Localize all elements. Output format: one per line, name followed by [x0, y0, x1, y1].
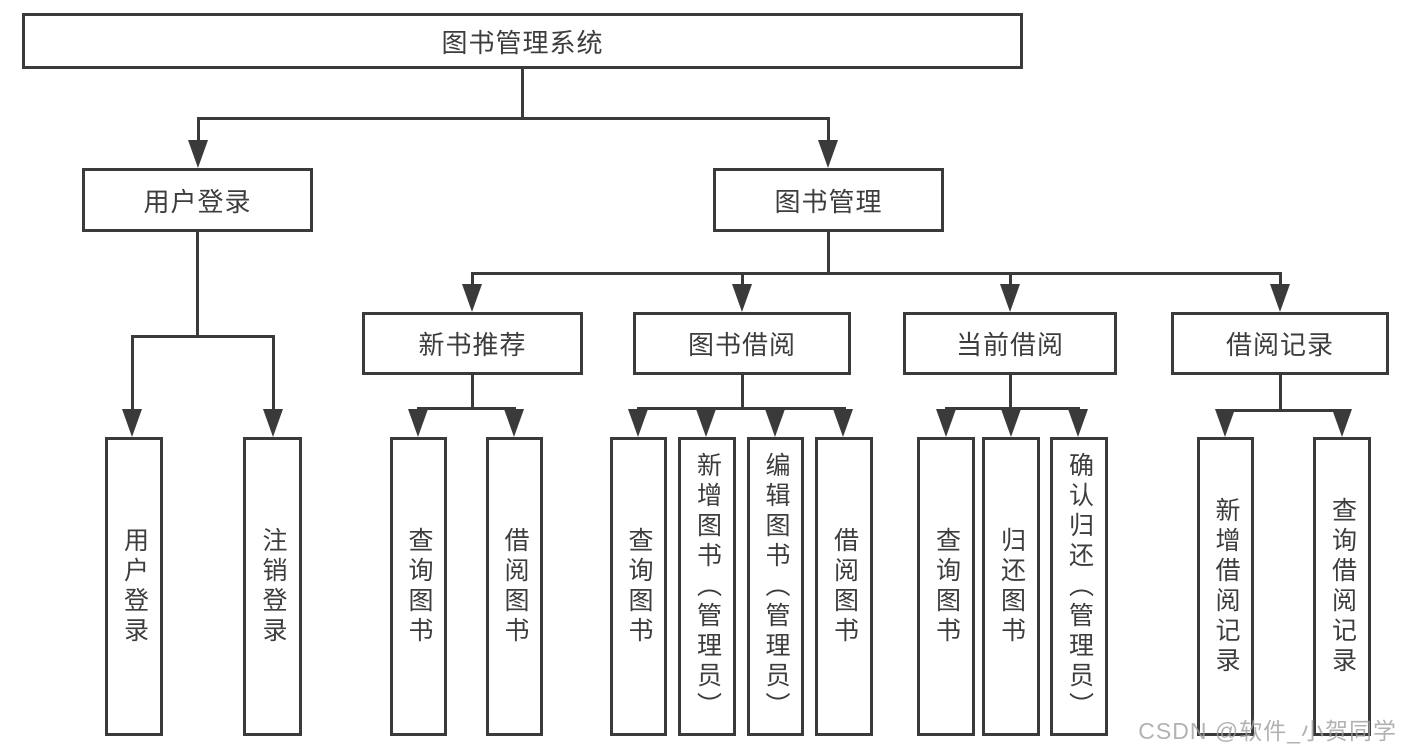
leaf-current-confirm-return-admin-label: 确认归还（管理员） [1065, 451, 1094, 722]
connector-root-rail [196, 117, 830, 120]
node-borrow-records-label: 借阅记录 [1225, 330, 1334, 360]
connector-book-management-rail [470, 272, 1282, 275]
leaf-borrow-query-books-label: 查询图书 [625, 526, 653, 647]
leaf-borrow-edit-books-admin: 编辑图书（管理员） [747, 437, 804, 736]
arrow-down-icon [462, 284, 482, 312]
node-user-login: 用户登录 [82, 168, 313, 232]
leaf-recommend-borrow-books: 借阅图书 [486, 437, 543, 736]
leaf-recommend-query-books: 查询图书 [390, 437, 447, 736]
leaf-borrow-add-books-admin-label: 新增图书（管理员） [693, 451, 722, 722]
leaf-current-return-books-label: 归还图书 [997, 526, 1026, 647]
arrow-down-icon [628, 409, 648, 437]
connector-user-login-stem [195, 232, 199, 336]
arrow-down-icon [818, 140, 838, 168]
connector-to-borrow-records [1278, 272, 1282, 286]
watermark-text: CSDN @软件_小贺同学 [1138, 718, 1397, 744]
arrow-down-icon [765, 409, 785, 437]
arrow-down-icon [1215, 409, 1235, 437]
connector-root-to-user-login [196, 117, 200, 143]
connector-to-leaf-user-login [130, 335, 134, 412]
connector-new-book-recommend-rail [416, 407, 516, 410]
connector-to-current-borrow [1008, 272, 1012, 286]
arrow-down-icon [408, 409, 428, 437]
arrow-down-icon [1000, 284, 1020, 312]
leaf-user-login-label: 用户登录 [120, 526, 149, 647]
node-book-management: 图书管理 [713, 168, 944, 232]
connector-borrow-records-rail [1223, 409, 1344, 412]
leaf-borrow-borrow-books: 借阅图书 [815, 437, 873, 736]
arrow-down-icon [1332, 409, 1352, 437]
leaf-recommend-query-books-label: 查询图书 [405, 526, 433, 647]
leaf-borrow-borrow-books-label: 借阅图书 [830, 526, 859, 647]
connector-current-borrow-rail [944, 407, 1080, 410]
leaf-logout: 注销登录 [243, 437, 302, 736]
arrow-down-icon [504, 409, 524, 437]
arrow-down-icon [1001, 409, 1021, 437]
arrow-down-icon [833, 409, 853, 437]
leaf-records-add-record: 新增借阅记录 [1197, 437, 1254, 736]
node-root-label: 图书管理系统 [441, 27, 604, 58]
leaf-borrow-query-books: 查询图书 [610, 437, 667, 736]
connector-user-login-rail [130, 335, 275, 338]
leaf-records-query-record-label: 查询借阅记录 [1328, 496, 1357, 677]
leaf-current-query-books: 查询图书 [917, 437, 975, 736]
leaf-current-return-books: 归还图书 [982, 437, 1040, 736]
connector-to-new-book-recommend [470, 272, 474, 286]
connector-borrow-records-stem [1278, 375, 1282, 411]
node-book-management-label: 图书管理 [774, 186, 883, 217]
arrow-down-icon [732, 284, 752, 312]
connector-new-book-recommend-stem [470, 375, 474, 409]
node-new-book-recommend: 新书推荐 [362, 312, 583, 375]
arrow-down-icon [188, 140, 208, 168]
node-book-borrow: 图书借阅 [633, 312, 851, 375]
node-book-borrow-label: 图书借阅 [687, 330, 796, 360]
connector-book-borrow-rail [636, 407, 846, 410]
node-current-borrow: 当前借阅 [903, 312, 1117, 375]
node-current-borrow-label: 当前借阅 [955, 330, 1064, 360]
arrow-down-icon [122, 409, 142, 437]
leaf-records-add-record-label: 新增借阅记录 [1212, 496, 1240, 677]
connector-to-book-borrow [740, 272, 744, 286]
connector-root-stem [520, 68, 524, 118]
leaf-logout-label: 注销登录 [259, 526, 287, 647]
leaf-current-query-books-label: 查询图书 [932, 526, 961, 647]
connector-to-leaf-logout [271, 335, 275, 412]
node-root: 图书管理系统 [22, 13, 1023, 69]
leaf-user-login: 用户登录 [105, 437, 163, 736]
leaf-records-query-record: 查询借阅记录 [1313, 437, 1371, 736]
connector-book-borrow-stem [740, 375, 744, 409]
node-new-book-recommend-label: 新书推荐 [418, 330, 527, 360]
arrow-down-icon [936, 409, 956, 437]
leaf-borrow-edit-books-admin-label: 编辑图书（管理员） [762, 451, 790, 722]
arrow-down-icon [1270, 284, 1290, 312]
connector-book-management-stem [826, 232, 830, 274]
connector-current-borrow-stem [1008, 375, 1012, 409]
arrow-down-icon [1068, 409, 1088, 437]
leaf-current-confirm-return-admin: 确认归还（管理员） [1050, 437, 1108, 736]
leaf-recommend-borrow-books-label: 借阅图书 [501, 526, 529, 647]
connector-root-to-book-management [826, 117, 830, 143]
arrow-down-icon [263, 409, 283, 437]
node-borrow-records: 借阅记录 [1171, 312, 1389, 375]
arrow-down-icon [696, 409, 716, 437]
node-user-login-label: 用户登录 [143, 186, 252, 217]
leaf-borrow-add-books-admin: 新增图书（管理员） [678, 437, 736, 736]
